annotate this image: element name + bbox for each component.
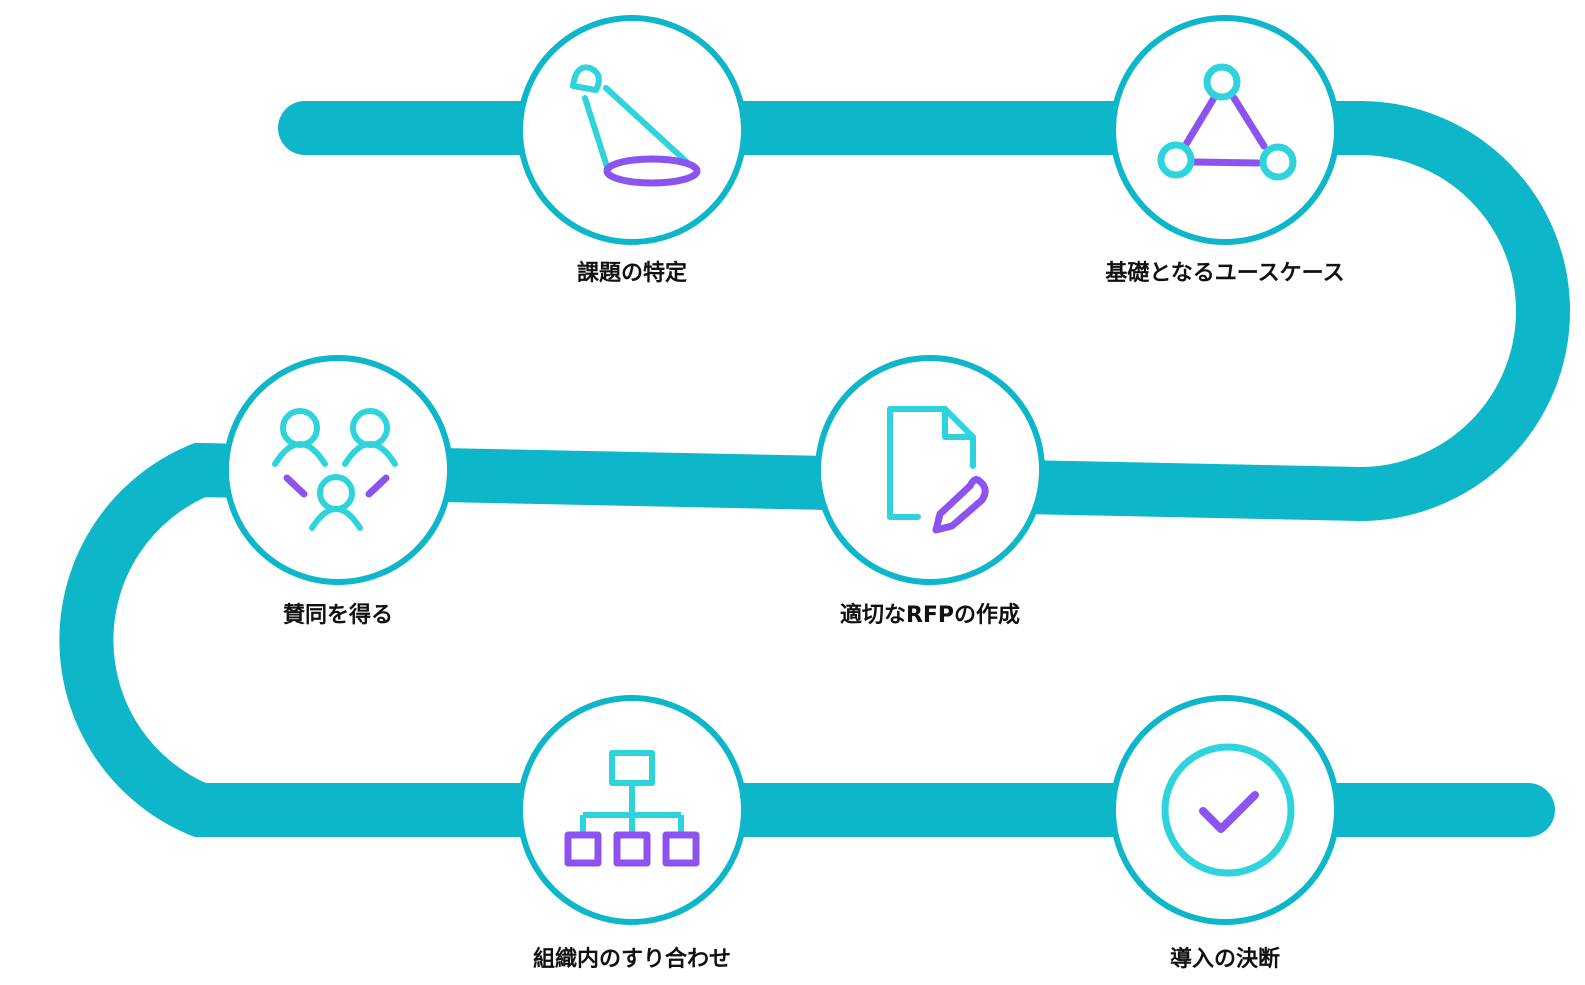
people-group-icon: [272, 408, 398, 531]
document-edit-icon: [887, 406, 989, 534]
step-label: 組織内のすり合わせ: [533, 946, 731, 972]
step-circle: [1110, 695, 1340, 925]
step-label: 賛同を得る: [283, 602, 393, 628]
step-label: 導入の決断: [1170, 946, 1280, 972]
org-chart-icon: [564, 750, 700, 867]
spotlight-icon: [570, 64, 701, 187]
step-label: 課題の特定: [577, 260, 687, 286]
step-circle: [517, 15, 747, 245]
roadmap-path: [59, 101, 1570, 837]
step-2: 基礎となるユースケース: [1105, 15, 1345, 286]
step-circle: [1110, 15, 1340, 245]
step-5: 組織内のすり合わせ: [517, 695, 747, 972]
step-6: 導入の決断: [1110, 695, 1340, 972]
step-label: 適切なRFPの作成: [840, 602, 1020, 628]
network-triangle-icon: [1157, 63, 1297, 181]
step-label: 基礎となるユースケース: [1105, 260, 1344, 286]
step-3: 適切なRFPの作成: [815, 355, 1045, 628]
step-circle: [223, 355, 453, 585]
step-circle: [815, 355, 1045, 585]
step-1: 課題の特定: [517, 15, 747, 286]
step-4: 賛同を得る: [223, 355, 453, 628]
checkmark-circle-icon: [1161, 743, 1295, 877]
